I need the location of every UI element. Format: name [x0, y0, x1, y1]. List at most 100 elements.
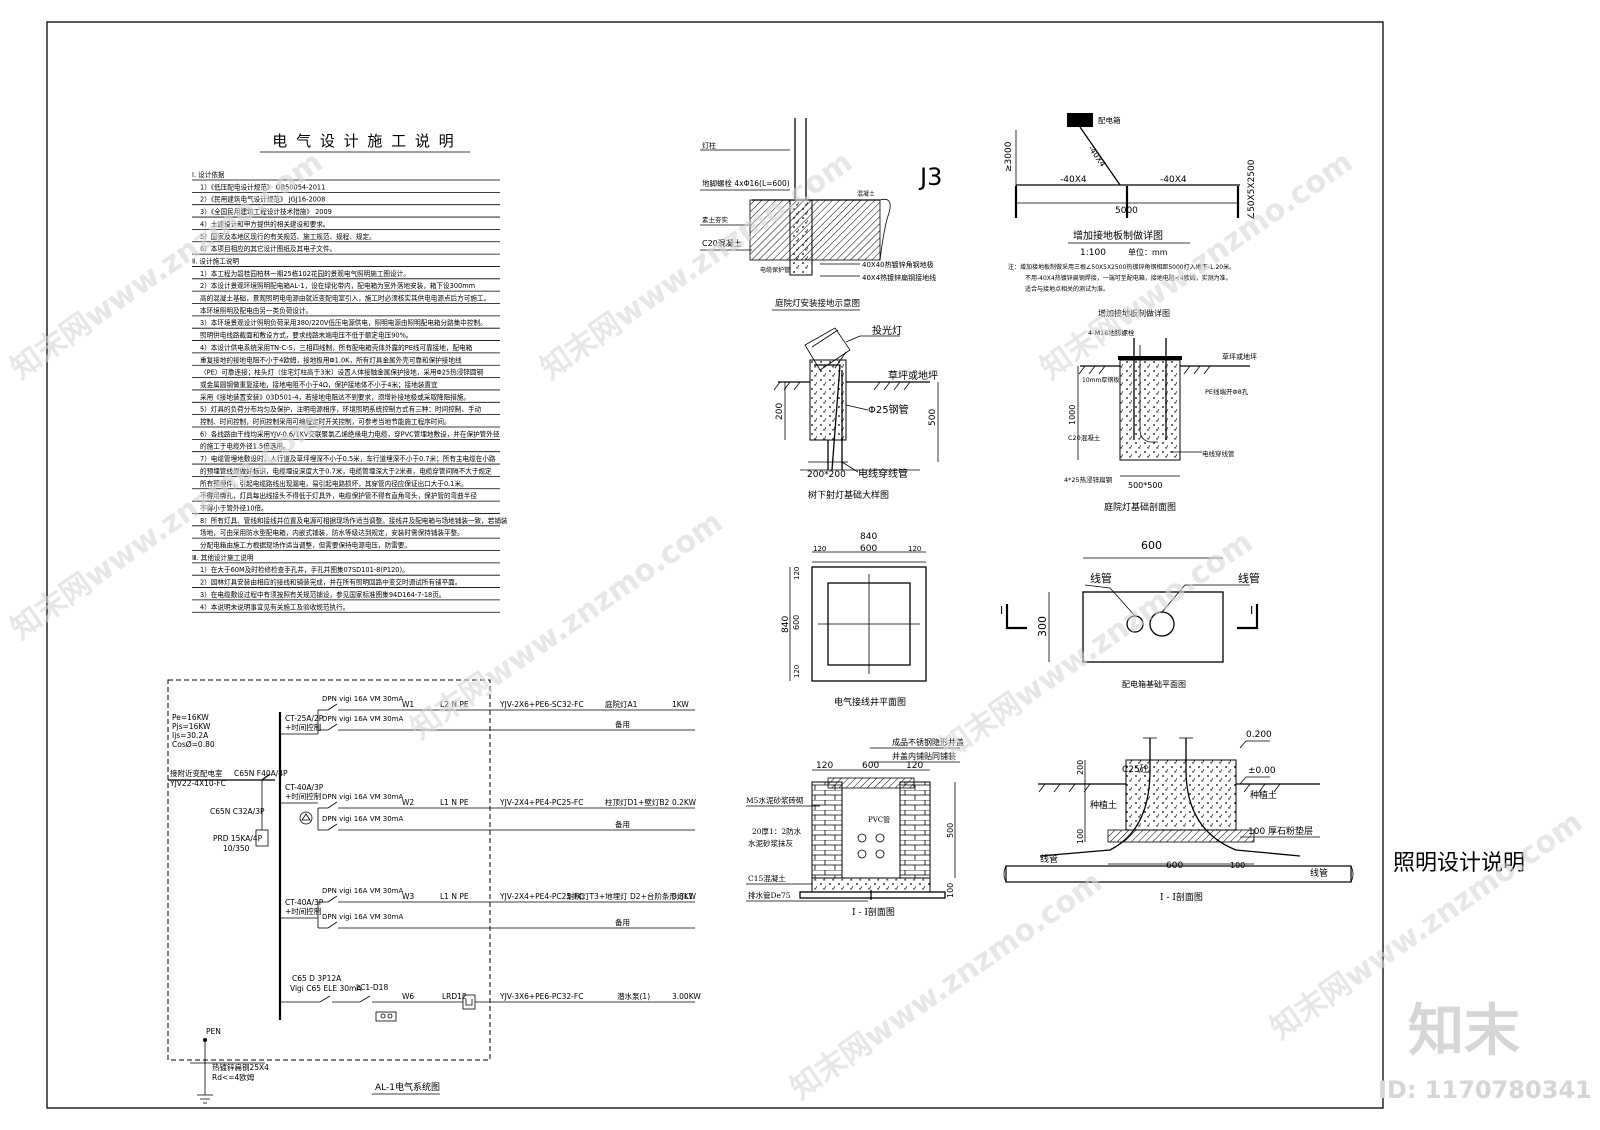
gp-scale: 1:100 — [1080, 248, 1106, 258]
contactor-g3: CT-40A/3P — [285, 898, 324, 907]
pump-relay: LRD12 — [442, 992, 467, 1001]
system-title: AL-1电气系统图 — [375, 1081, 440, 1093]
courtyard-foundation: 4-M16地脚螺栓 草坪或地坪 10mm厚钢板 PE线端开Φ8孔 C20混凝土 … — [1064, 328, 1257, 513]
bp-dim-600: 600 — [1141, 539, 1162, 552]
cf-label-bolt: 4-M16地脚螺栓 — [1088, 328, 1135, 337]
junction-well-plan: 840 120 600 120 840 120 600 120 电气接线井平面图 — [781, 532, 927, 708]
tl-label-lawn: 草坪或地坪 — [888, 369, 938, 382]
notes-line: 1）本工程为碧桂园柏林一期25栋102花园的景观电气照明施工图设计。 — [200, 269, 410, 278]
gp-depth: ≥3000 — [1004, 141, 1014, 172]
notes-line: 所有预埋件，引起电缆路线出现漏电，易引起电路损坏，其穿管内径应保证出口大于0.1… — [200, 479, 468, 488]
tl-label-conduit: 电线穿线管 — [858, 467, 908, 480]
notes-line: 场地，可由采用防水型配电箱，内嵌式铺装，防水等级达到规定，安装时需保持铺装平整。 — [200, 528, 464, 537]
watermark-brand: 知末 — [1408, 999, 1520, 1064]
bs-label-c25: C25砼 — [1122, 763, 1149, 775]
notes-line: 本环境照明及配电由另一类负荷设计。 — [200, 306, 312, 315]
gl-tag: J3 — [918, 163, 942, 191]
notes-line: 2）本设计景观环境照明配电箱AL-1，设在绿化带内，配电箱为室外落地安装，箱下设… — [200, 281, 475, 290]
pump-breaker-elec: Vigi C65 ELE 30mA — [290, 984, 362, 993]
tree-light-title: 树下射灯基础大样图 — [808, 489, 889, 501]
gp-note-1: 注：增加接地板制做采用三根∠50X5X2500热镀锌角钢相距5000打入地下-1… — [1008, 263, 1235, 271]
notes-line: 不得用绑扎，灯具每出线接头不得低于灯具外，电缆保护管不得有直角弯头，保护管的弯曲… — [200, 491, 477, 500]
incoming-cable: YJV22-4X10-FC — [169, 779, 226, 788]
circuit-desc: 备用 — [615, 819, 630, 829]
gl-label-concrete: 混凝土 — [857, 190, 875, 198]
box-section-title: Ⅰ - Ⅰ剖面图 — [1160, 891, 1203, 903]
gl-label-flat: 40X4热镀锌扁钢接地线 — [862, 273, 936, 282]
garden-light-detail: 灯柱 地脚螺栓 4xΦ16(L=600) 素土夯实 C20混凝土 电缆保护管 4… — [700, 118, 942, 311]
pump-contactor: LC1-D18 — [356, 983, 388, 992]
notes-line: 重复接地的接地电阻不小于4欧姆，接地极用Φ1.0K，所有灯具金属外壳可靠和保护接… — [200, 355, 462, 364]
gp-flat-2: -40X4 — [1160, 175, 1187, 185]
circuit-phase: L1 N PE — [440, 892, 469, 901]
jp-dim-120a: 120 — [813, 545, 826, 553]
circuit-phase: L2 N PE — [440, 700, 469, 709]
cf-label-pe: PE线端开Φ8孔 — [1205, 387, 1249, 396]
distribution-box-plan: 线管 线管 600 300 Ⅰ Ⅰ 配电箱基础平面图 — [1000, 539, 1260, 689]
notes-line: 1）在大于60M及时检修检查手孔井，手孔井图集07SD101-8(P120)。 — [200, 565, 409, 574]
cf-label-lawn: 草坪或地坪 — [1222, 352, 1257, 361]
cf-label-conduit: 电线穿线管 — [1202, 449, 1235, 458]
circuit-breaker-label: DPN vigi 16A VM 30mA — [322, 715, 403, 723]
notes-line: 的施工于电缆外径1.5倍选用。 — [200, 442, 290, 451]
notes-line: 高的混凝土基础，景观照明电电源由就近变配电室引入，施工时必须核实其供电电源点后方… — [200, 294, 490, 303]
tl-dim-500: 500 — [928, 409, 938, 426]
junction-well-section: 120 600 120 500 100 成品不锈钢隐形井盖 井盖内铺贴同铺装 M… — [746, 737, 964, 918]
pump-cable: YJV-3X6+PE6-PC32-FC — [499, 992, 583, 1001]
notes-line: 的预埋管线须做好标识，电缆埋设深度大于0.7米，电缆管埋深大于2米者，电缆穿管间… — [200, 466, 492, 475]
bs-dim-200: 200 — [1076, 760, 1085, 775]
notes-title: 电 气 设 计 施 工 说 明 — [272, 132, 455, 150]
js-label-c15: C15混凝土 — [748, 873, 786, 883]
notes-heading: Ⅰ. 设计依据 — [192, 170, 225, 179]
breaker-contact — [327, 723, 338, 731]
junction-section-title: Ⅰ - Ⅰ剖面图 — [852, 906, 895, 918]
bs-dim-600: 600 — [1166, 861, 1183, 871]
drawing-frame — [46, 21, 1384, 1109]
circuit-desc: 备用 — [615, 719, 630, 729]
watermark-id: ID: 1170780341 — [1378, 1076, 1592, 1104]
bs-label-soil-1: 种植土 — [1090, 799, 1117, 811]
gl-label-c20: C20混凝土 — [702, 238, 742, 248]
ground-plate-detail: 配电箱 -40X4 ≥3000 -40X4 -40X4 5000 ∠50X5X2… — [1004, 113, 1257, 318]
js-label-waterproof: 20厚1：2防水 — [752, 826, 802, 836]
pump-desc: 潜水泵(1) — [617, 991, 650, 1001]
gp-title-2: 增加接地板制做详图 — [1098, 308, 1170, 318]
circuit-cable: YJV-2X4+PE4-PC25-FC — [499, 892, 583, 901]
gl-label-soil: 素土夯实 — [702, 215, 729, 224]
jp-dim-120d: 120 — [793, 665, 801, 678]
notes-line: 4）土建设计和甲方提供的相关建设和要求。 — [200, 219, 329, 228]
js-label-plaster: 水泥砂浆抹灰 — [748, 838, 793, 848]
breaker-contact — [327, 703, 338, 711]
tl-label-flood: 投光灯 — [872, 324, 902, 337]
js-label-pvc: PVC管 — [868, 815, 890, 824]
gp-note-2: 不用-40X4热镀锌扁钢焊接，一端可至配电箱，接地电阻<4欧姆，实测为准。 — [1025, 274, 1232, 282]
notes-line: 4）本设计供电系统采用TN-C-S，三相四线制，所有配电箱壳体外露的PE线可靠接… — [200, 343, 473, 352]
box-plan-title: 配电箱基础平面图 — [1122, 679, 1186, 689]
circuit-power: 1KW — [672, 700, 689, 709]
notes-line: 5）灯具的负荷分布均匀及保护，注明电源相序，环境照明系统控制方式有三种：时间控制… — [200, 405, 482, 414]
gp-flat-1: -40X4 — [1060, 175, 1087, 185]
spd-breaker: C65N C32A/3P — [210, 807, 265, 816]
circuit-power: 0.2KW — [672, 798, 697, 807]
distribution-box-icon — [1067, 113, 1093, 127]
notes-line: 照明供电线路截面和敷设方式，要求线路末端电压不低于额定电压90%。 — [200, 331, 412, 340]
load-info-2: Pjs=16KW — [172, 722, 211, 731]
gl-label-angle: 40X40热镀锌角钢地极 — [862, 260, 934, 269]
pump-power: 3.00KW — [672, 992, 701, 1001]
load-info-3: Ijs=30.2A — [172, 731, 209, 740]
cf-dim-500: 500*500 — [1128, 481, 1163, 490]
cf-label-strip: 4*25热浸锌扁钢 — [1064, 475, 1113, 484]
notes-line: 3）在电缆敷设过程中有须按照有关规范铺设，参见国家标准图集94D164-7-18… — [200, 590, 445, 599]
contactor-g3-ctrl: +时间控制 — [285, 906, 321, 916]
bs-label-gravel: 100 厚石粉垫层 — [1248, 825, 1313, 837]
notes-line: 4）本说明未说明事宜见有关施工及验收规范执行。 — [200, 602, 349, 611]
circuit-cable: YJV-2X4+PE4-PC25-FC — [499, 798, 583, 807]
js-dim-120b: 120 — [906, 761, 923, 771]
gp-span: 5000 — [1115, 206, 1138, 216]
junction-plan-title: 电气接线井平面图 — [834, 696, 906, 708]
main-breaker: C65N F40A/4P — [234, 769, 288, 778]
circuit-power: 0.8KW — [672, 892, 697, 901]
notes-line: 3）本环境景观设计照明负荷采用380/220V低压电源供电，照明电源由照明配电箱… — [200, 318, 487, 327]
